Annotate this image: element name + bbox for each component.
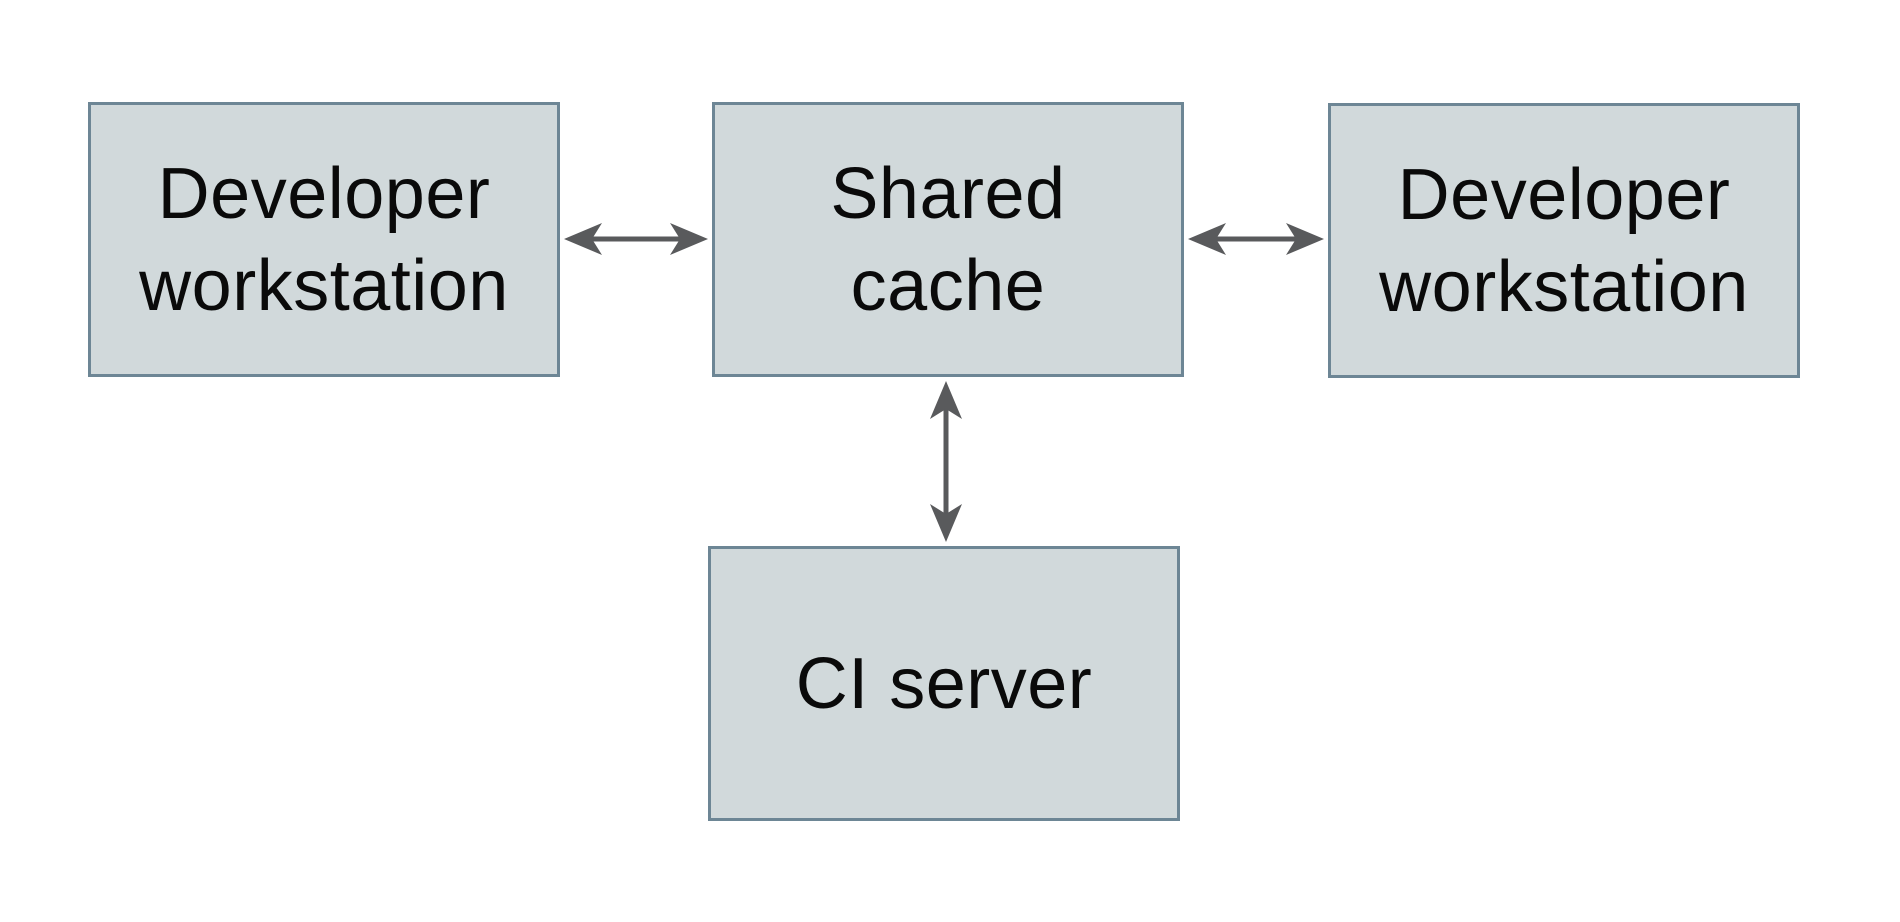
node-label-line: Developer bbox=[157, 153, 491, 234]
arrowhead-right-icon bbox=[1286, 223, 1324, 255]
node-developer-workstation-right: Developer workstation bbox=[1328, 103, 1800, 378]
arrowhead-down-icon bbox=[930, 504, 962, 542]
arrowhead-left-icon bbox=[1188, 223, 1226, 255]
node-label-line: workstation bbox=[139, 245, 509, 326]
node-ci-server: CI server bbox=[708, 546, 1180, 821]
arrow-shared-cache-ci-server bbox=[930, 381, 962, 542]
node-label-line: Shared bbox=[830, 153, 1066, 234]
arrow-dev-left-shared-cache bbox=[564, 223, 708, 255]
arrowhead-left-icon bbox=[564, 223, 602, 255]
arrowhead-up-icon bbox=[930, 381, 962, 419]
arrow-shared-cache-dev-right bbox=[1188, 223, 1324, 255]
node-developer-workstation-left: Developer workstation bbox=[88, 102, 560, 377]
node-shared-cache: Shared cache bbox=[712, 102, 1184, 377]
node-label-line: cache bbox=[850, 245, 1046, 326]
node-label-line: workstation bbox=[1379, 246, 1749, 327]
node-label-line: Developer bbox=[1397, 154, 1731, 235]
arrowhead-right-icon bbox=[670, 223, 708, 255]
node-label-line: CI server bbox=[795, 643, 1093, 724]
